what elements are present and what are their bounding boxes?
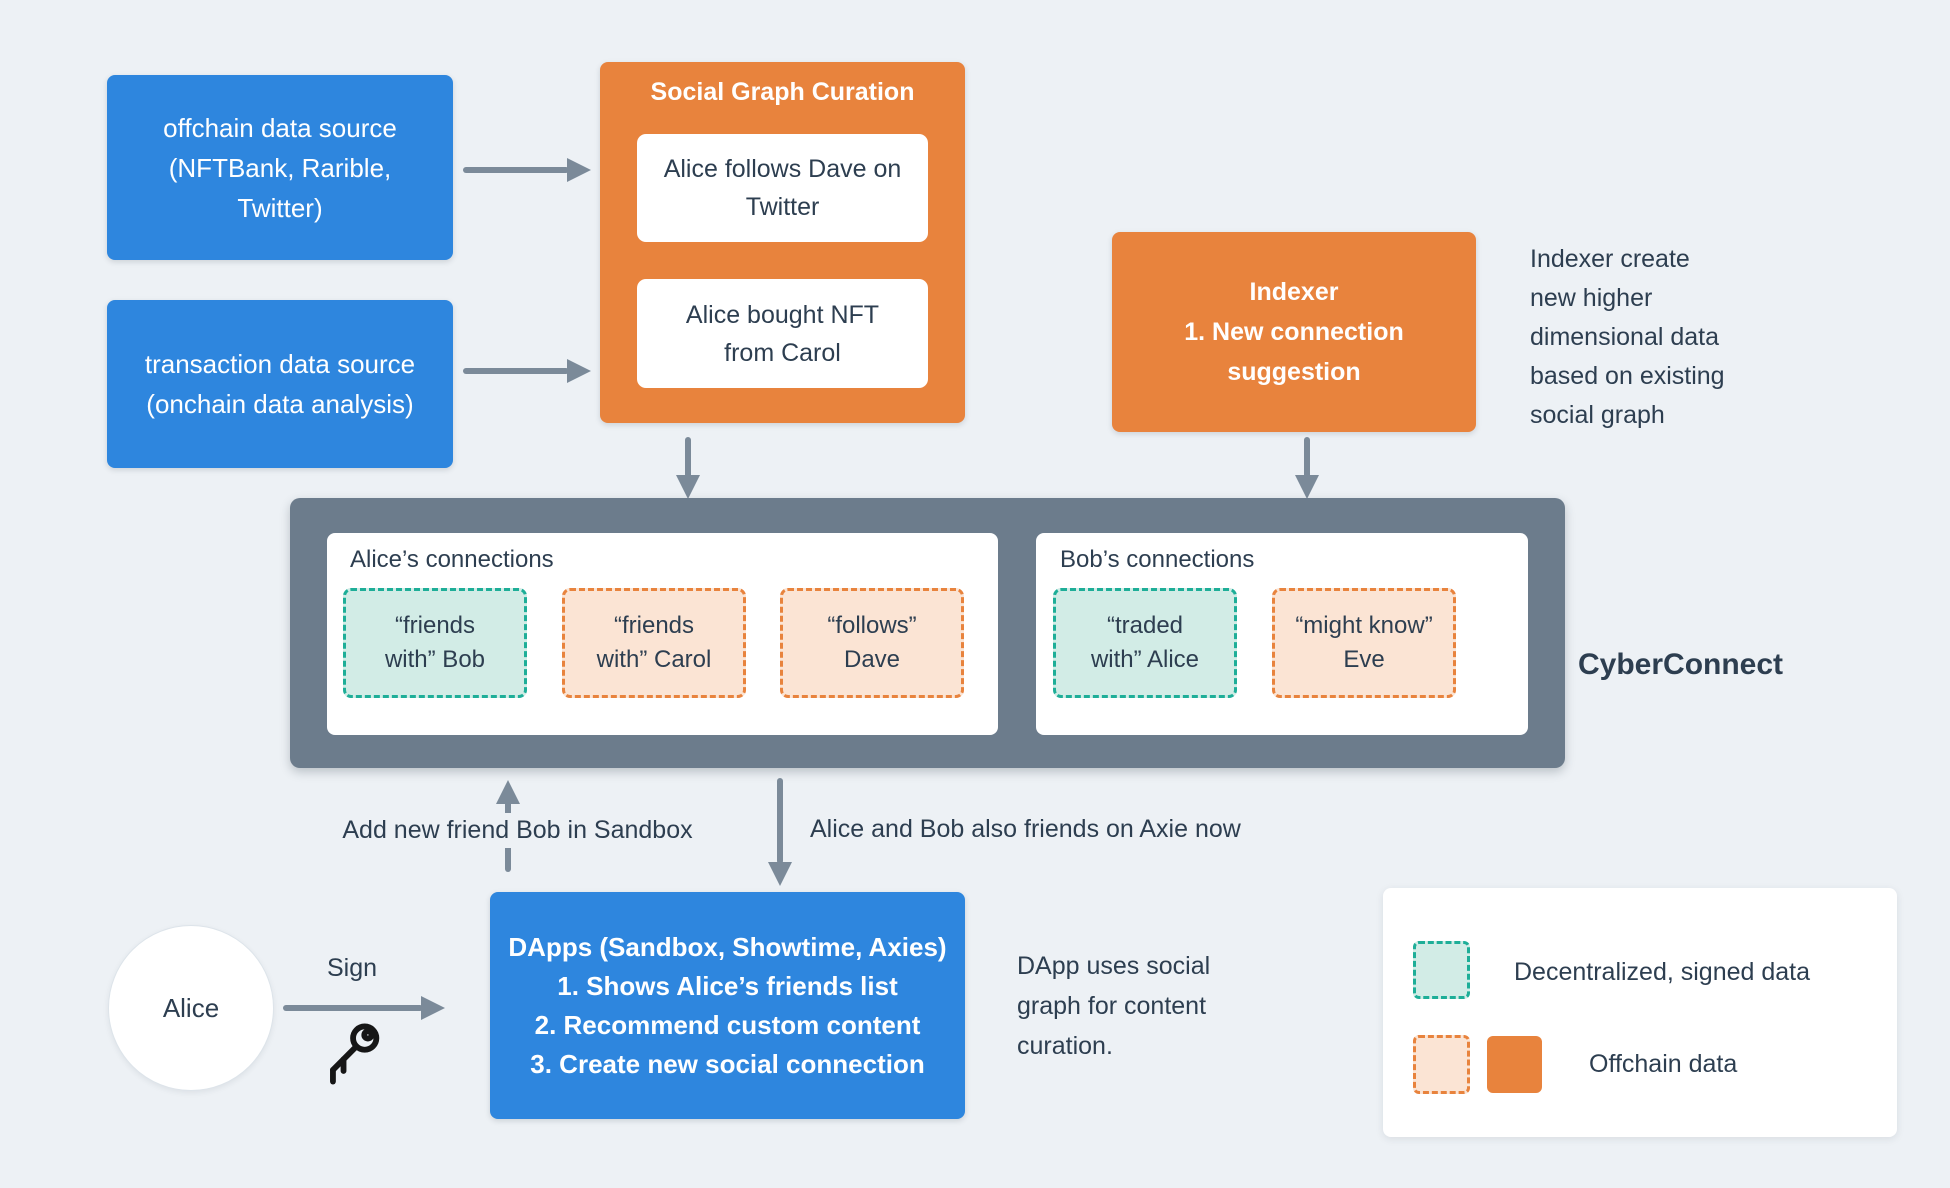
chip-line: Eve xyxy=(1343,646,1385,673)
curation-card: Alice follows Dave on Twitter xyxy=(637,134,928,242)
indexer-note-line: based on existing xyxy=(1530,362,1725,390)
dapps-line: 2. Recommend custom content xyxy=(534,1009,921,1040)
alice-connections-panel: Alice’s connections “friends with” Bob “… xyxy=(327,533,998,735)
cyberconnect-label: CyberConnect xyxy=(1578,648,1784,681)
bob-connections-title: Bob’s connections xyxy=(1060,546,1255,573)
indexer-box: Indexer 1. New connection suggestion xyxy=(1112,232,1476,432)
curation-card-line: Alice follows Dave on xyxy=(663,155,902,183)
offchain-data-dashed-swatch-icon xyxy=(1413,1035,1470,1094)
transaction-source-line: transaction data source xyxy=(144,349,416,379)
connection-chip-friends-bob: “friends with” Bob xyxy=(343,588,527,698)
offchain-source-box: offchain data source (NFTBank, Rarible, … xyxy=(107,75,453,260)
bob-connections-panel: Bob’s connections “traded with” Alice “m… xyxy=(1036,533,1528,735)
legend-label-offchain: Offchain data xyxy=(1589,1050,1738,1078)
cyberconnect-container: Alice’s connections “friends with” Bob “… xyxy=(290,498,1565,768)
curation-card-line: from Carol xyxy=(724,338,841,367)
dapps-note: DApp uses social graph for content curat… xyxy=(1017,946,1277,1066)
indexer-note-line: dimensional data xyxy=(1530,323,1720,351)
chip-line: with” Alice xyxy=(1090,646,1200,673)
chip-line: “friends xyxy=(613,612,695,639)
connection-chip-friends-carol: “friends with” Carol xyxy=(562,588,746,698)
indexer-note-line: social graph xyxy=(1530,401,1665,429)
social-graph-curation-title: Social Graph Curation xyxy=(650,78,915,106)
connection-chip-traded-alice: “traded with” Alice xyxy=(1053,588,1237,698)
dapps-line: 1. Shows Alice’s friends list xyxy=(557,970,898,1001)
arrow-cyberconnect-to-dapps xyxy=(768,778,792,886)
dapps-box: DApps (Sandbox, Showtime, Axies) 1. Show… xyxy=(490,892,965,1119)
chip-line: Dave xyxy=(843,646,901,673)
offchain-data-solid-swatch-icon xyxy=(1487,1036,1542,1093)
dapps-note-line: graph for content xyxy=(1017,992,1207,1020)
decentralized-data-swatch-icon xyxy=(1413,941,1470,999)
dapps-line: 3. Create new social connection xyxy=(530,1048,925,1079)
chip-line: with” Bob xyxy=(384,646,486,673)
alice-actor-label: Alice xyxy=(162,992,220,1023)
key-icon xyxy=(330,1023,380,1085)
arrow-alice-to-dapps xyxy=(283,996,447,1020)
curation-card-line: Twitter xyxy=(745,193,820,221)
axie-friends-label: Alice and Bob also friends on Axie now xyxy=(810,815,1241,843)
offchain-source-line: offchain data source xyxy=(163,112,397,143)
add-friend-label: Add new friend Bob in Sandbox xyxy=(315,813,720,848)
chip-line: “traded xyxy=(1106,612,1184,639)
curation-card-line: Alice bought NFT xyxy=(685,300,880,329)
arrow-curation-to-cyberconnect xyxy=(676,437,700,499)
indexer-note-line: new higher xyxy=(1530,284,1653,312)
indexer-line: Indexer xyxy=(1249,278,1339,306)
indexer-line: 1. New connection xyxy=(1184,318,1404,346)
offchain-source-line: Twitter) xyxy=(237,192,323,223)
dapps-note-line: curation. xyxy=(1017,1032,1113,1060)
transaction-source-line: (onchain data analysis) xyxy=(146,389,414,419)
chip-line: “follows” xyxy=(827,612,917,639)
indexer-note: Indexer create new higher dimensional da… xyxy=(1530,240,1870,435)
chip-line: “might know” xyxy=(1295,612,1433,639)
alice-connections-title: Alice’s connections xyxy=(350,546,554,573)
transaction-source-box: transaction data source (onchain data an… xyxy=(107,300,453,468)
connection-chip-follows-dave: “follows” Dave xyxy=(780,588,964,698)
sign-label: Sign xyxy=(326,954,378,982)
chip-line: with” Carol xyxy=(596,646,712,673)
curation-card: Alice bought NFT from Carol xyxy=(637,279,928,388)
arrow-indexer-to-cyberconnect xyxy=(1295,437,1319,499)
indexer-line: suggestion xyxy=(1227,358,1361,386)
dapps-note-line: DApp uses social xyxy=(1017,952,1211,980)
chip-line: “friends xyxy=(394,612,476,639)
legend-label-decentralized: Decentralized, signed data xyxy=(1514,958,1811,986)
offchain-source-line: (NFTBank, Rarible, xyxy=(168,152,392,183)
connection-chip-might-know-eve: “might know” Eve xyxy=(1272,588,1456,698)
social-graph-curation-box: Social Graph Curation Alice follows Dave… xyxy=(600,62,965,423)
alice-actor: Alice xyxy=(108,925,274,1091)
arrow-transaction-to-curation xyxy=(463,359,593,383)
indexer-note-line: Indexer create xyxy=(1530,245,1690,273)
legend-panel: Decentralized, signed data Offchain data xyxy=(1383,888,1897,1137)
dapps-line: DApps (Sandbox, Showtime, Axies) xyxy=(508,931,947,962)
arrow-offchain-to-curation xyxy=(463,158,593,182)
